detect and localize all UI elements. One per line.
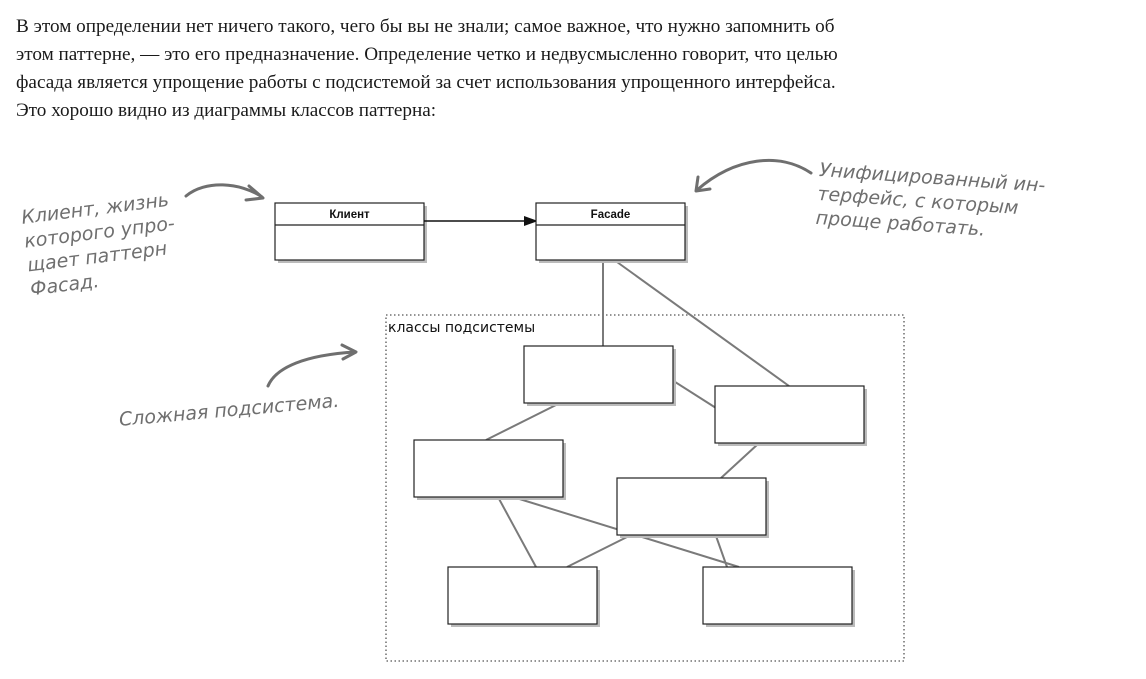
subsystem-class-box (523, 345, 676, 406)
subsystem-class-box (702, 566, 855, 627)
facade-class-box: Facade (535, 202, 688, 263)
intro-paragraph: В этом определении нет ничего такого, че… (16, 13, 1126, 125)
client-note-arrow (184, 183, 265, 202)
subsystem-label: классы подсистемы (388, 320, 535, 336)
subsystem-class-box (447, 566, 600, 627)
client-class-name: Клиент (329, 209, 370, 221)
client-class-box: Клиент (274, 202, 427, 263)
subsystem-class-box (616, 477, 769, 538)
paragraph-line: Это хорошо видно из диаграммы классов па… (16, 100, 437, 121)
subsystem-class-box (413, 439, 566, 500)
paragraph-line: фасада является упрощение работы с подси… (16, 72, 836, 93)
facade-note-arrow (694, 158, 813, 193)
paragraph-line: В этом определении нет ничего такого, че… (16, 16, 835, 37)
subsystem-class-box (714, 385, 867, 446)
subsystem-note-arrow (266, 343, 358, 388)
client-annotation: Клиент, жизнь которого упро- щает паттер… (20, 188, 182, 302)
facade-class-name: Facade (591, 209, 631, 221)
paragraph-line: этом паттерне, — это его предназначение.… (16, 44, 838, 65)
